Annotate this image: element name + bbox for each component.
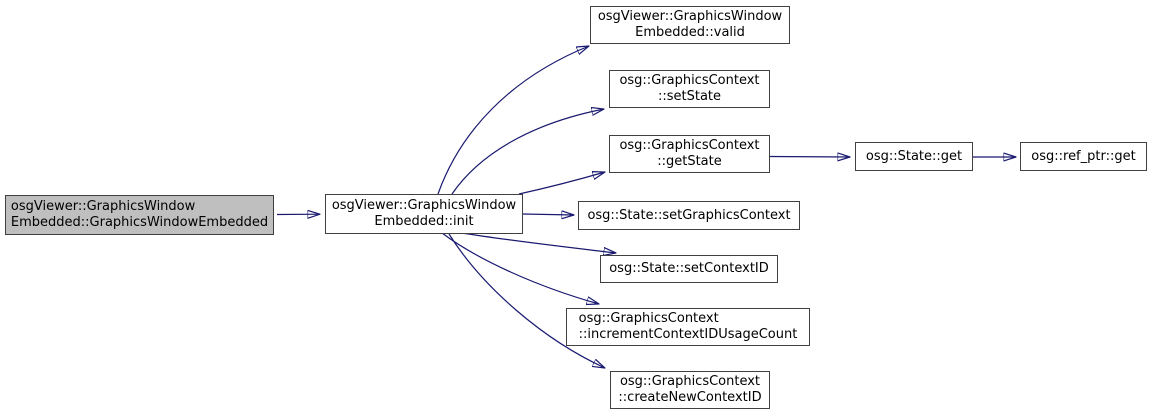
edge-init-to-createnewcontextid <box>448 233 605 368</box>
edge-getstate-to-state-get <box>769 157 850 158</box>
node-ref-ptr-get[interactable]: osg::ref_ptr::get <box>1020 142 1147 171</box>
node-label: osg::State::setContextID <box>609 261 769 276</box>
node-setcontextid[interactable]: osg::State::setContextID <box>600 255 778 283</box>
node-label: osgViewer::GraphicsWindow Embedded::vali… <box>597 9 783 40</box>
edge-init-to-getstate <box>518 172 605 195</box>
node-createnewcontextid[interactable]: osg::GraphicsContext ::createNewContextI… <box>610 371 770 409</box>
edge-init-to-setstate <box>451 109 604 195</box>
node-setstate[interactable]: osg::GraphicsContext ::setState <box>609 70 770 108</box>
node-label: osg::GraphicsContext ::getState <box>619 138 760 169</box>
edge-init-to-valid <box>437 46 589 195</box>
node-incrementcontextidusagecount[interactable]: osg::GraphicsContext ::incrementContextI… <box>566 308 810 346</box>
node-label: osg::State::get <box>865 148 963 164</box>
node-setgraphicscontext[interactable]: osg::State::setGraphicsContext <box>578 201 800 230</box>
edge-init-to-setcontextid <box>461 232 616 253</box>
node-label: osg::ref_ptr::get <box>1031 148 1136 164</box>
node-label: osgViewer::GraphicsWindow Embedded::init <box>331 198 517 229</box>
edge-init-to-incrementcontextidusagecount <box>441 232 599 304</box>
node-label: osgViewer::GraphicsWindow Embedded::Grap… <box>10 199 269 230</box>
node-state-get[interactable]: osg::State::get <box>855 142 973 171</box>
node-label: osg::GraphicsContext ::incrementContextI… <box>578 311 798 342</box>
node-label: osg::State::setGraphicsContext <box>587 207 791 223</box>
node-label: osg::GraphicsContext ::setState <box>619 73 760 104</box>
node-getstate[interactable]: osg::GraphicsContext ::getState <box>609 135 770 173</box>
node-graphicswindowembedded: osgViewer::GraphicsWindow Embedded::Grap… <box>5 195 274 235</box>
node-valid[interactable]: osgViewer::GraphicsWindow Embedded::vali… <box>590 6 790 44</box>
edge-init-to-setgraphicscontext <box>522 214 574 215</box>
node-label: osg::GraphicsContext ::createNewContextI… <box>618 374 762 405</box>
node-init[interactable]: osgViewer::GraphicsWindow Embedded::init <box>325 194 523 234</box>
